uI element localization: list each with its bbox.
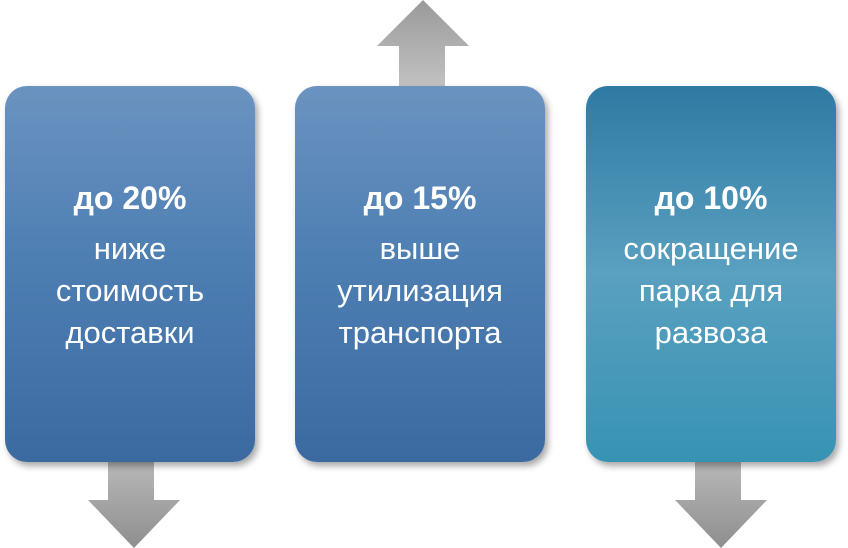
card-value: до 20% [73,180,187,216]
arrow-up-icon [377,0,469,88]
card-delivery-cost: до 20% ниже стоимость доставки [5,86,255,462]
card-line: ниже [93,231,167,266]
card-line: стоимость [55,273,205,308]
card-line: развоза [654,315,768,350]
card-line: доставки [65,315,195,350]
arrow-down-icon [675,462,767,548]
card-transport-utilization: до 15% выше утилизация транспорта [295,86,545,462]
card-line: транспорта [338,315,502,350]
card-line: сокращение [623,231,799,266]
card-line: утилизация [337,273,503,308]
card-line: выше [379,231,461,266]
card-value: до 15% [363,180,477,216]
card-line: парка для [638,273,784,308]
card-fleet-reduction: до 10% сокращение парка для развоза [586,86,836,462]
arrow-down-icon [88,462,180,548]
card-value: до 10% [654,180,768,216]
